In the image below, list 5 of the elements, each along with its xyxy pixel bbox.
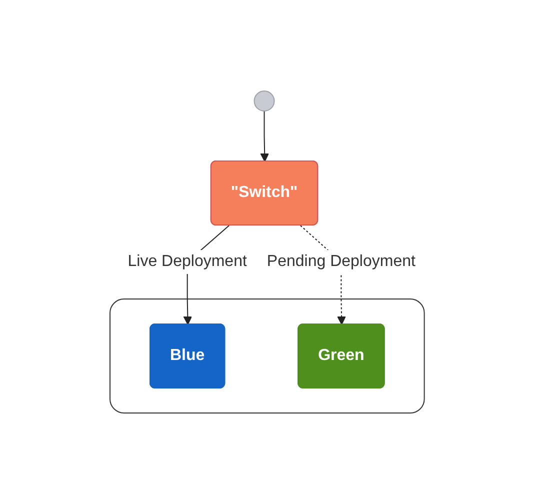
cluster xyxy=(109,298,425,413)
arrow xyxy=(260,110,269,162)
node-person xyxy=(254,90,275,111)
edge-label: Live Deployment xyxy=(128,252,247,270)
edge-label: Pending Deployment xyxy=(266,252,416,270)
